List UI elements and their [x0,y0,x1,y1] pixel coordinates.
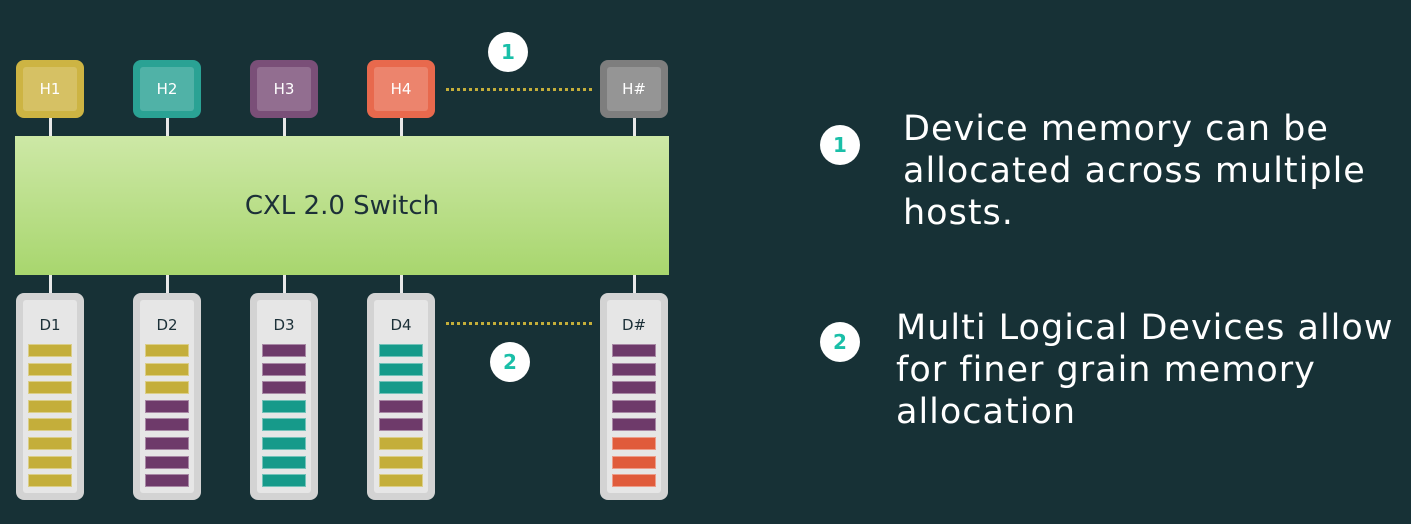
memory-slot [262,474,306,488]
host-5: H# [600,60,668,118]
memory-slot [612,474,656,488]
host-link [400,118,403,136]
device-link [400,275,403,293]
memory-slot [262,381,306,395]
memory-slot [379,455,423,469]
host-label: H# [622,80,646,98]
memory-slot [379,399,423,413]
memory-slot [612,455,656,469]
switch-label: CXL 2.0 Switch [244,190,440,221]
device-label: D1 [39,316,61,334]
device-link [166,275,169,293]
note-1-badge: 1 [820,125,860,165]
memory-slot [612,399,656,413]
memory-slot [145,399,189,413]
memory-slot [28,362,72,376]
host-label: H1 [39,80,61,98]
memory-slot [28,344,72,357]
memory-slot [379,362,423,376]
memory-slot [28,381,72,395]
memory-slot [612,418,656,432]
device-5: D# [600,293,668,500]
memory-slot [145,418,189,432]
memory-slot [612,436,656,450]
device-2: D2 [133,293,201,500]
host-label: H3 [273,80,295,98]
note-1-text: Device memory can be allocated across mu… [903,109,1366,233]
device-4: D4 [367,293,435,500]
memory-slot [145,381,189,395]
host-3: H3 [250,60,318,118]
memory-slot [262,455,306,469]
device-ellipsis-dots [446,322,592,325]
memory-slot [262,399,306,413]
memory-slot [262,418,306,432]
memory-slot [28,455,72,469]
memory-slot [28,436,72,450]
memory-slot [262,436,306,450]
device-label: D# [621,316,647,334]
memory-slot [379,418,423,432]
device-link [49,275,52,293]
host-label: H4 [390,80,412,98]
memory-slot [379,436,423,450]
host-link [166,118,169,136]
memory-slot [28,399,72,413]
host-4: H4 [367,60,435,118]
memory-slot [28,474,72,488]
cxl-switch: CXL 2.0 Switch [15,136,669,275]
memory-slot [145,436,189,450]
device-label: D4 [390,316,412,334]
host-link [633,118,636,136]
memory-slot [145,344,189,357]
badge-2: 2 [490,342,530,382]
device-1: D1 [16,293,84,500]
device-link [283,275,286,293]
memory-slot [379,344,423,357]
host-label: H2 [156,80,178,98]
device-label: D2 [156,316,178,334]
memory-slot [262,362,306,376]
device-label: D3 [273,316,295,334]
memory-slot [612,381,656,395]
memory-slot [145,362,189,376]
memory-slot [145,474,189,488]
host-link [49,118,52,136]
note-2-badge: 2 [820,322,860,362]
memory-slot [379,381,423,395]
memory-slot [612,362,656,376]
host-link [283,118,286,136]
memory-slot [28,418,72,432]
memory-slot [612,344,656,357]
memory-slot [262,344,306,357]
memory-slot [145,455,189,469]
device-link [633,275,636,293]
device-3: D3 [250,293,318,500]
memory-slot [379,474,423,488]
badge-1: 1 [488,32,528,72]
host-ellipsis-dots [446,88,592,91]
host-2: H2 [133,60,201,118]
host-1: H1 [16,60,84,118]
note-2-text: Multi Logical Devices allow for finer gr… [896,308,1394,432]
